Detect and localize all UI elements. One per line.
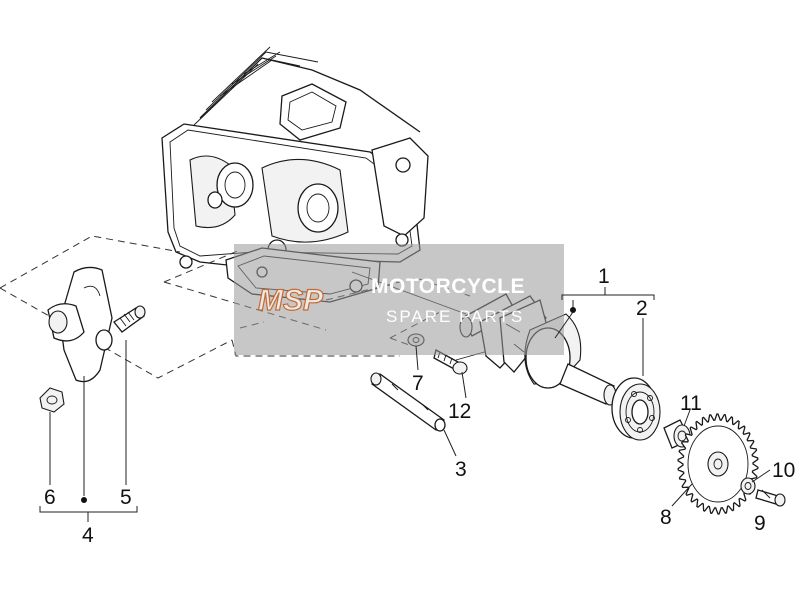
watermark-title: MOTORCYCLE: [371, 275, 525, 298]
callout-3: 3: [455, 458, 467, 481]
callout-6: 6: [44, 486, 56, 509]
screw-icon: [755, 489, 786, 507]
bushing-icon: [663, 419, 691, 449]
watermark-panel: [234, 244, 564, 355]
sprocket-icon: [677, 413, 759, 515]
watermark: MSP MOTORCYCLE SPARE PARTS: [234, 244, 564, 355]
leader-lines: [39, 287, 771, 522]
callout-9: 9: [754, 512, 766, 535]
callout-labels: 1 2 3 4 5 6 7 8 9 10 11 12: [44, 265, 795, 547]
callout-2: 2: [636, 297, 648, 320]
callout-7: 7: [412, 372, 424, 395]
callout-11: 11: [680, 392, 702, 415]
callout-4: 4: [82, 524, 94, 547]
pin-icon: [370, 372, 446, 432]
watermark-subtitle: SPARE PARTS: [386, 307, 524, 326]
rocker-arm-icon: [39, 266, 146, 413]
callout-5: 5: [120, 486, 132, 509]
bearing-icon: [611, 377, 661, 441]
callout-12: 12: [448, 400, 471, 423]
callout-8: 8: [660, 506, 672, 529]
callout-1: 1: [598, 265, 610, 288]
callout-10: 10: [772, 459, 795, 482]
washer-icon: [740, 477, 756, 495]
watermark-logo: MSP: [258, 284, 324, 317]
